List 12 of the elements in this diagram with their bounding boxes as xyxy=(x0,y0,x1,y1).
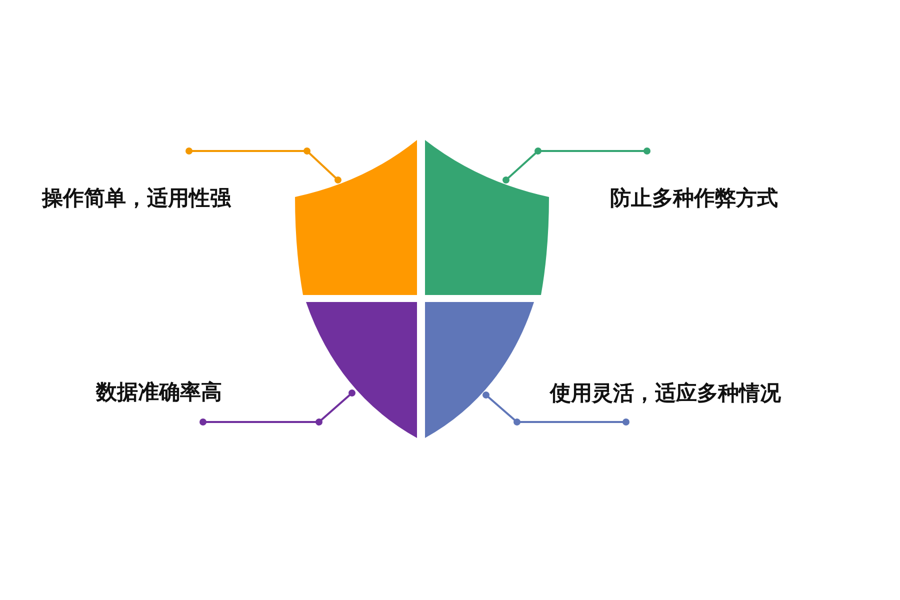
leader-line xyxy=(200,390,356,426)
shield-quarter xyxy=(425,302,534,438)
shield-quarter xyxy=(306,302,417,438)
leader-line xyxy=(186,148,342,184)
leader-line xyxy=(502,148,650,184)
shield-quarter xyxy=(425,140,549,295)
feature-label: 操作简单，适用性强 xyxy=(42,186,231,212)
feature-label: 数据准确率高 xyxy=(96,380,222,406)
leader-line xyxy=(482,392,630,426)
feature-label: 防止多种作弊方式 xyxy=(610,186,778,212)
shield-quarter xyxy=(295,140,417,295)
feature-label: 使用灵活，适应多种情况 xyxy=(550,381,781,406)
